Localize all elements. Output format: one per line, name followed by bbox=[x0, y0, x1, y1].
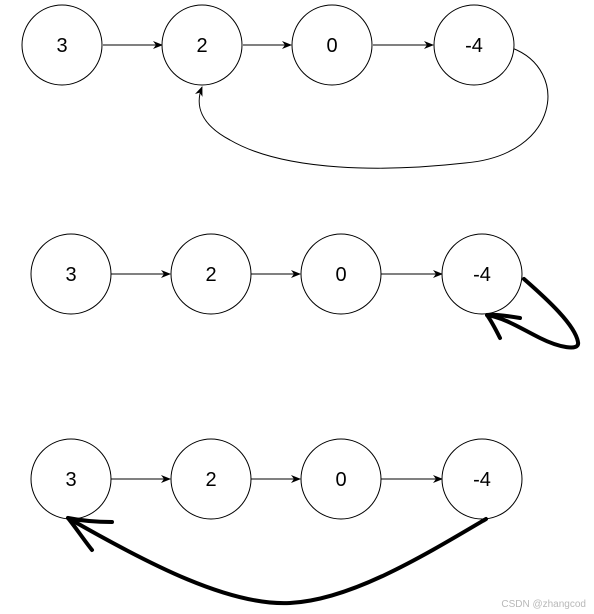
list-node: -4 bbox=[433, 4, 515, 86]
list-node: 3 bbox=[30, 233, 112, 315]
list-node: -4 bbox=[441, 233, 523, 315]
cycle-arrowhead bbox=[66, 516, 114, 552]
node-value: 2 bbox=[196, 35, 207, 57]
node-value: 2 bbox=[205, 469, 216, 491]
node-value: 2 bbox=[205, 264, 216, 286]
list-node: 2 bbox=[170, 438, 252, 520]
cycle-arrow bbox=[66, 516, 488, 606]
watermark: CSDN @zhangcod bbox=[501, 599, 586, 610]
node-value: 0 bbox=[335, 264, 346, 286]
diagram-1: 3 2 0 -4 bbox=[21, 4, 549, 169]
list-node: 0 bbox=[300, 438, 382, 520]
node-value: -4 bbox=[465, 35, 483, 57]
node-value: -4 bbox=[473, 469, 491, 491]
diagram-3: 3 2 0 -4 bbox=[30, 438, 523, 606]
self-loop-arrow bbox=[485, 277, 580, 350]
node-value: 0 bbox=[326, 35, 337, 57]
list-node: 0 bbox=[291, 4, 373, 86]
node-value: 0 bbox=[335, 469, 346, 491]
node-value: 3 bbox=[56, 35, 67, 57]
list-node: 3 bbox=[30, 438, 112, 520]
diagram-2: 3 2 0 -4 bbox=[30, 233, 580, 350]
node-value: -4 bbox=[473, 264, 491, 286]
list-node: 2 bbox=[170, 233, 252, 315]
node-value: 3 bbox=[65, 264, 76, 286]
list-node: 3 bbox=[21, 4, 103, 86]
list-node: -4 bbox=[441, 438, 523, 520]
list-node: 0 bbox=[300, 233, 382, 315]
cycle-arrow bbox=[195, 47, 549, 169]
list-node: 2 bbox=[161, 4, 243, 86]
self-loop-arrowhead bbox=[485, 312, 522, 340]
node-value: 3 bbox=[65, 469, 76, 491]
